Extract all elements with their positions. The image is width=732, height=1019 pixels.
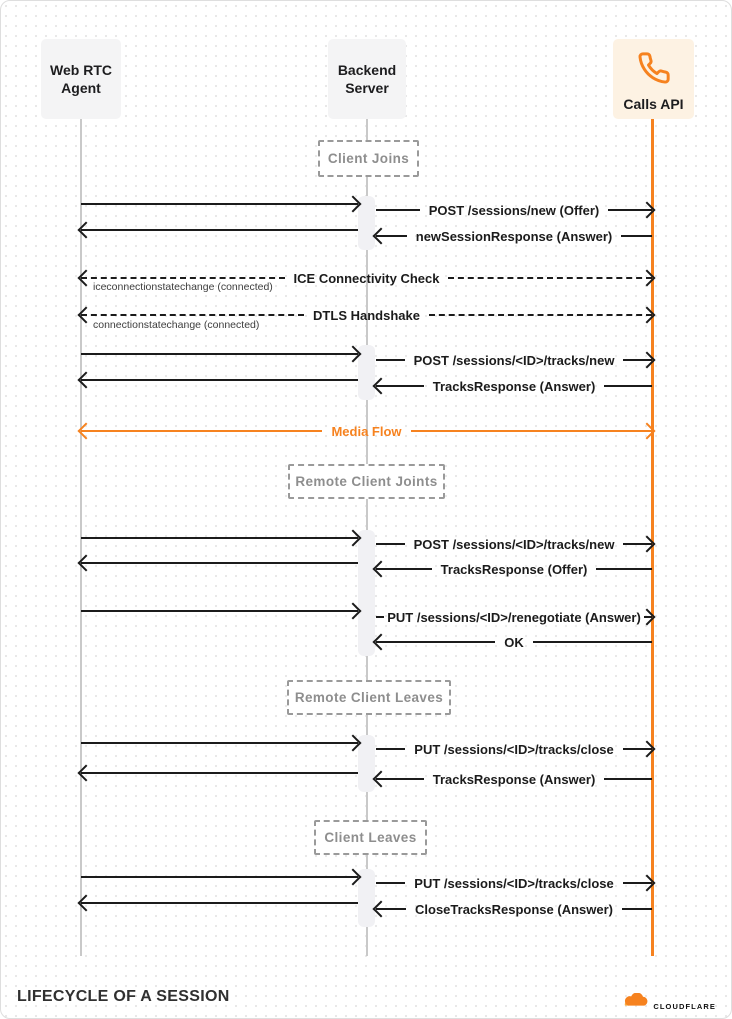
group-label: Remote Client Leaves xyxy=(294,690,444,705)
activation-bar xyxy=(358,530,375,656)
brand-label: CLOUDFLARE xyxy=(653,1002,716,1011)
activation-bar xyxy=(358,196,375,250)
arrow-backend-to-agent xyxy=(77,764,358,782)
arrow-calls-to-backend: TracksResponse (Answer) xyxy=(372,377,653,395)
group-remote-client-joints: Remote Client Joints xyxy=(288,464,445,499)
group-label: Client Leaves xyxy=(324,830,417,845)
event-sublabel: connectionstatechange (connected) xyxy=(93,319,260,331)
message-label: CloseTracksResponse (Answer) xyxy=(415,901,613,917)
arrow-backend-to-agent xyxy=(77,554,358,572)
arrow-agent-to-backend xyxy=(81,734,362,752)
arrow-calls-to-backend: OK xyxy=(372,633,652,651)
arrow-backend-to-agent xyxy=(77,221,358,239)
group-remote-client-leaves: Remote Client Leaves xyxy=(287,680,451,715)
arrow-left-icon xyxy=(77,764,95,782)
arrow-agent-to-backend xyxy=(81,345,362,363)
arrow-backend-to-calls: POST /sessions/new (Offer) xyxy=(376,201,656,219)
arrow-left-icon xyxy=(77,269,95,287)
arrow-left-icon xyxy=(372,560,390,578)
arrow-backend-to-calls: POST /sessions/<ID>/tracks/new xyxy=(376,351,656,369)
message-label: PUT /sessions/<ID>/renegotiate (Answer) xyxy=(387,609,641,625)
message-label: TracksResponse (Answer) xyxy=(432,378,596,394)
arrow-left-icon xyxy=(372,227,390,245)
arrow-left-icon xyxy=(372,900,390,918)
activation-bar xyxy=(358,869,375,927)
page-title: LIFECYCLE OF A SESSION xyxy=(17,988,230,1005)
arrow-left-icon xyxy=(372,377,390,395)
arrow-left-icon xyxy=(77,422,95,440)
actor-web-rtc-agent: Web RTC Agent xyxy=(41,39,121,119)
message-label: PUT /sessions/<ID>/tracks/close xyxy=(414,741,614,757)
arrow-backend-to-calls: PUT /sessions/<ID>/tracks/close xyxy=(376,740,656,758)
actor-label: Backend Server xyxy=(337,61,397,96)
message-label: PUT /sessions/<ID>/tracks/close xyxy=(414,875,614,891)
arrow-left-icon xyxy=(372,633,390,651)
message-label: DTLS Handshake xyxy=(313,307,420,323)
arrow-left-icon xyxy=(77,306,95,324)
message-label: TracksResponse (Answer) xyxy=(432,771,596,787)
arrow-backend-to-calls: PUT /sessions/<ID>/tracks/close xyxy=(376,874,656,892)
lifeline-calls-api xyxy=(651,119,654,956)
actor-label: Calls API xyxy=(623,96,684,113)
arrow-ice-connectivity: ICE Connectivity Check xyxy=(77,269,656,287)
activation-bar xyxy=(358,735,375,792)
arrow-media-flow: Media Flow xyxy=(77,422,656,440)
arrow-agent-to-backend xyxy=(81,195,362,213)
arrow-dtls-handshake: DTLS Handshake xyxy=(77,306,656,324)
message-label: POST /sessions/new (Offer) xyxy=(428,202,600,218)
message-label: Media Flow xyxy=(331,423,402,439)
message-label: POST /sessions/<ID>/tracks/new xyxy=(413,536,615,552)
actor-label: Web RTC Agent xyxy=(50,61,112,96)
arrow-left-icon xyxy=(77,371,95,389)
phone-icon xyxy=(637,51,671,89)
message-label: TracksResponse (Offer) xyxy=(440,561,588,577)
arrow-calls-to-backend: TracksResponse (Offer) xyxy=(372,560,653,578)
event-sublabel: iceconnectionstatechange (connected) xyxy=(93,281,273,293)
arrow-backend-to-calls: POST /sessions/<ID>/tracks/new xyxy=(376,535,656,553)
arrow-left-icon xyxy=(77,554,95,572)
arrow-backend-to-agent xyxy=(77,371,358,389)
arrow-agent-to-backend xyxy=(81,602,362,620)
actor-backend-server: Backend Server xyxy=(328,39,406,119)
cloudflare-logo-icon xyxy=(622,992,649,1012)
group-label: Remote Client Joints xyxy=(295,474,438,489)
arrow-left-icon xyxy=(372,770,390,788)
message-label: POST /sessions/<ID>/tracks/new xyxy=(413,352,615,368)
cloudflare-brand: CLOUDFLARE xyxy=(622,992,716,1012)
arrow-calls-to-backend: newSessionResponse (Answer) xyxy=(372,227,652,245)
message-label: OK xyxy=(504,634,524,650)
message-label: newSessionResponse (Answer) xyxy=(415,228,613,244)
arrow-agent-to-backend xyxy=(81,868,362,886)
arrow-backend-to-calls: PUT /sessions/<ID>/renegotiate (Answer) xyxy=(376,608,656,626)
group-label: Client Joins xyxy=(327,151,410,166)
message-label: ICE Connectivity Check xyxy=(293,270,440,286)
group-client-leaves: Client Leaves xyxy=(314,820,427,855)
arrow-calls-to-backend: CloseTracksResponse (Answer) xyxy=(372,900,652,918)
arrow-agent-to-backend xyxy=(81,529,362,547)
arrow-left-icon xyxy=(77,221,95,239)
arrow-backend-to-agent xyxy=(77,894,358,912)
arrow-left-icon xyxy=(77,894,95,912)
group-client-joins: Client Joins xyxy=(318,140,419,177)
activation-bar xyxy=(358,345,375,400)
actor-calls-api: Calls API xyxy=(613,39,694,119)
arrow-calls-to-backend: TracksResponse (Answer) xyxy=(372,770,653,788)
